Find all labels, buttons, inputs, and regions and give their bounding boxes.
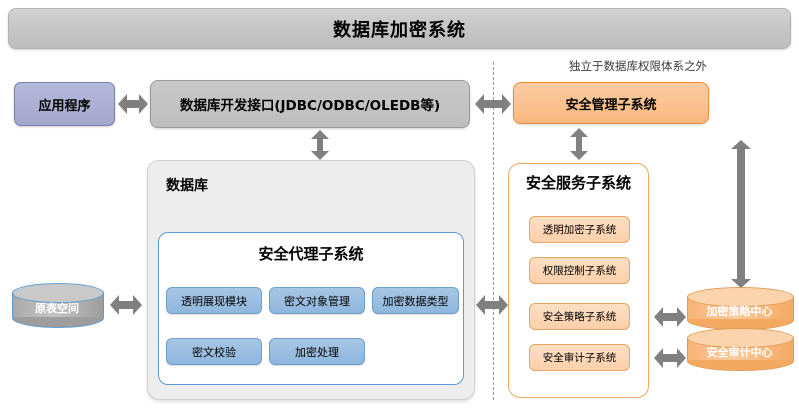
arrow-policy-center xyxy=(654,307,686,327)
arrow-database-service xyxy=(476,295,508,315)
section-divider xyxy=(493,62,494,400)
database-label: 数据库 xyxy=(166,178,208,194)
module-ciphertext-verification[interactable]: 密文校验 xyxy=(166,338,262,365)
application-box[interactable]: 应用程序 xyxy=(14,82,115,126)
module-encrypted-data-type[interactable]: 加密数据类型 xyxy=(372,287,459,314)
arrow-management-centers xyxy=(731,140,751,288)
arrow-app-interface xyxy=(118,94,148,114)
service-item-security-audit[interactable]: 安全审计子系统 xyxy=(529,344,630,371)
security-service-subsystem-title: 安全服务子系统 xyxy=(525,174,631,192)
database-interface-box[interactable]: 数据库开发接口(JDBC/ODBC/OLEDB等) xyxy=(150,80,470,128)
arrow-interface-database xyxy=(310,130,330,160)
security-audit-center-label: 安全审计中心 xyxy=(706,346,773,359)
module-ciphertext-object-management[interactable]: 密文对象管理 xyxy=(269,287,365,314)
module-transparent-presentation[interactable]: 透明展现模块 xyxy=(166,287,262,314)
encryption-policy-center-cylinder: 加密策略中心 xyxy=(687,287,794,337)
page-title: 数据库加密系统 xyxy=(8,8,791,49)
service-item-transparent-encryption[interactable]: 透明加密子系统 xyxy=(529,216,630,243)
arrow-tablespace-database xyxy=(110,295,142,315)
tablespace-label: 原表空间 xyxy=(35,302,79,315)
tablespace-cylinder: 原表空间 xyxy=(12,283,104,335)
independence-note: 独立于数据库权限体系之外 xyxy=(569,59,707,73)
module-encryption-processing[interactable]: 加密处理 xyxy=(269,338,365,365)
security-agent-subsystem-title: 安全代理子系统 xyxy=(258,245,364,263)
security-audit-center-cylinder: 安全审计中心 xyxy=(687,328,794,378)
arrow-interface-management xyxy=(475,94,511,114)
encryption-policy-center-label: 加密策略中心 xyxy=(706,305,773,318)
arrow-audit-center xyxy=(654,348,686,368)
service-item-access-control[interactable]: 权限控制子系统 xyxy=(529,257,630,284)
service-item-security-policy[interactable]: 安全策略子系统 xyxy=(529,303,630,330)
arrow-management-service xyxy=(569,128,589,160)
security-management-box[interactable]: 安全管理子系统 xyxy=(513,82,709,124)
